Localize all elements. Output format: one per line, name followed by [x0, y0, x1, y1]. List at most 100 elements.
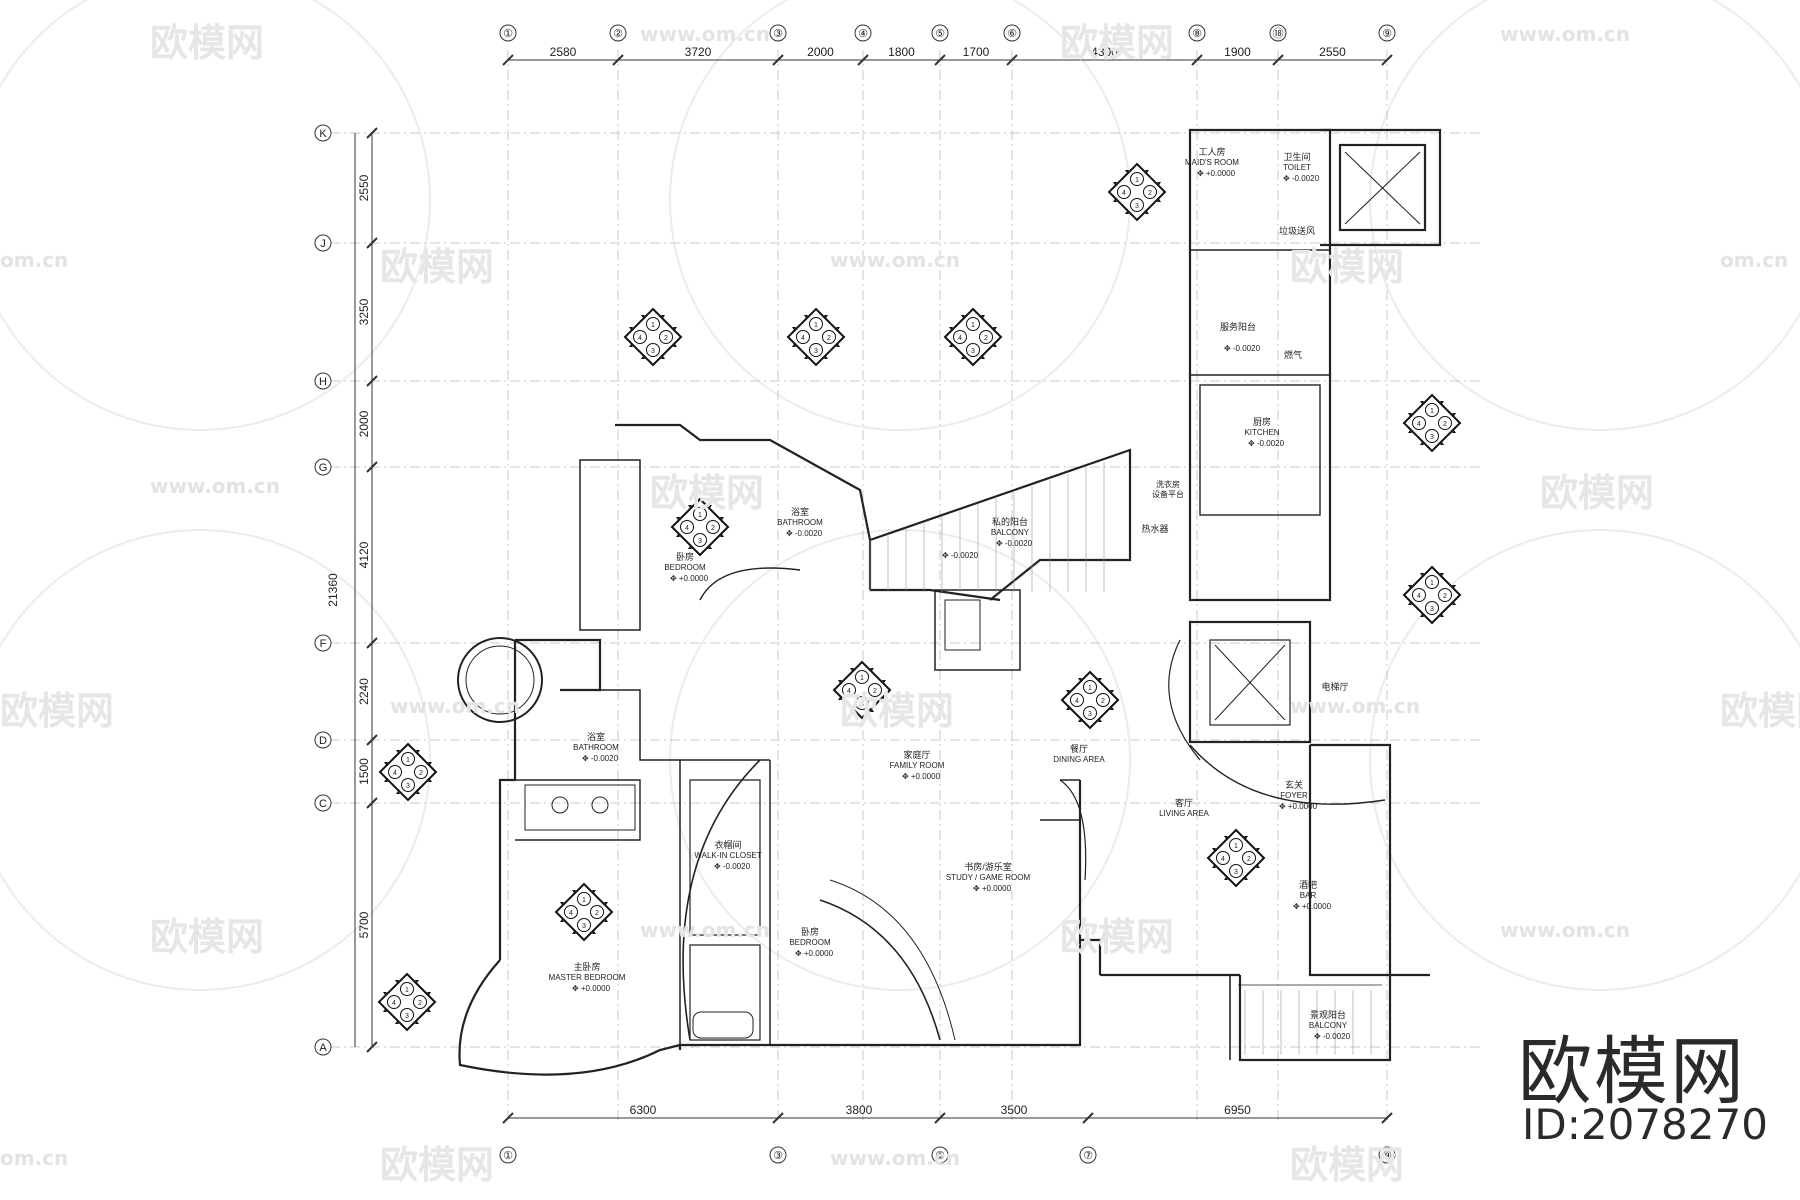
elevation-marker-number: 3 [405, 1013, 409, 1020]
elevation-marker-number: 2 [1148, 190, 1152, 197]
elevation-marker-circle [1117, 185, 1131, 199]
grid-bubble-label: D [319, 735, 327, 747]
walls [457, 128, 1442, 1076]
elevation-marker-number: 2 [1443, 593, 1447, 600]
elevation-marker [1402, 565, 1462, 625]
marker-tick [1408, 602, 1412, 605]
misc-label: 设备平台 [1152, 489, 1184, 499]
dim-text-bottom: 3800 [846, 1103, 873, 1117]
dim-tick [1381, 54, 1393, 66]
elevation-marker-number: 3 [1430, 434, 1434, 441]
marker-tick [1098, 678, 1102, 681]
watermark-logo: 欧模网 [380, 1143, 495, 1187]
room-label-cn: 书房/游乐室 [964, 861, 1012, 872]
room-label-cn: 景观阳台 [1310, 1009, 1346, 1020]
marker-tick [720, 517, 724, 520]
dim-tick [934, 54, 946, 66]
dim-tick [366, 461, 378, 473]
elevation-marker-number: 4 [638, 335, 642, 342]
elevation-marker-circle [400, 982, 414, 996]
room-label-en: MAID'S ROOM [1185, 158, 1239, 167]
marker-tick [708, 505, 712, 508]
elevation-marker-number: 2 [664, 335, 668, 342]
grid-bubble-label: ⑤ [935, 1150, 945, 1162]
room-level: ✥ -0.0020 [996, 539, 1033, 548]
dim-tick [502, 54, 514, 66]
marker-tick [1212, 865, 1216, 868]
elevation-marker-number: 3 [1234, 869, 1238, 876]
room-label-en: BALCONY [991, 528, 1030, 537]
marker-tick [993, 344, 997, 347]
room-label-en: DINING AREA [1053, 755, 1105, 764]
elevation-marker-number: 2 [419, 770, 423, 777]
elevation-marker-circle [796, 330, 810, 344]
room-label-cn: 客厅 [1175, 797, 1193, 808]
elevation-marker-circle [1412, 416, 1426, 430]
grid-bubble [769, 24, 787, 42]
marker-tick [384, 779, 388, 782]
grid-bubble [769, 1146, 787, 1164]
elevation-marker-circle [809, 317, 823, 331]
grid-bubble [314, 234, 332, 252]
elevation-marker-number: 1 [406, 757, 410, 764]
grid-bubble-label: J [320, 238, 326, 250]
elevation-marker-circle [1130, 172, 1144, 186]
marker-tick [1420, 442, 1424, 445]
marker-tick [673, 344, 677, 347]
dim-tick [366, 1041, 378, 1053]
elevation-marker-number: 3 [1135, 203, 1139, 210]
elevation-marker-circle [693, 533, 707, 547]
grid-bubble-label: ③ [773, 1150, 783, 1162]
elevation-marker-number: 1 [1430, 408, 1434, 415]
grid-bubble [1378, 1146, 1396, 1164]
elevation-marker-circle [966, 343, 980, 357]
room-label-en: BEDROOM [664, 563, 706, 572]
elevation-marker-number: 4 [801, 335, 805, 342]
elevation-marker-circle [693, 507, 707, 521]
grid-bubble [314, 731, 332, 749]
marker-tick [1440, 442, 1444, 445]
room-level: ✥ -0.0020 [1314, 1032, 1351, 1041]
elevation-marker-number: 4 [392, 1000, 396, 1007]
marker-tick [1244, 877, 1248, 880]
room-label-en: BAR [1300, 891, 1317, 900]
grid-bubble [314, 794, 332, 812]
grid-bubble-label: ⑨ [1382, 28, 1392, 40]
elevation-marker-circle [1130, 198, 1144, 212]
elevation-marker [670, 497, 730, 557]
watermark-url: www.om.cn [1500, 918, 1631, 942]
elevation-marker-circle [1070, 693, 1084, 707]
marker-tick [383, 1009, 387, 1012]
marker-tick [1098, 719, 1102, 722]
room-label-cn: 卧房 [676, 551, 694, 562]
grid-bubble-label: H [319, 376, 327, 388]
elevation-marker-number: 2 [827, 335, 831, 342]
marker-tick [592, 890, 596, 893]
elevation-marker-number: 4 [393, 770, 397, 777]
room-label-en: FAMILY ROOM [890, 761, 945, 770]
elevation-marker-number: 4 [1122, 190, 1126, 197]
marker-tick [720, 534, 724, 537]
elevation-marker-number: 1 [1430, 580, 1434, 587]
dim-tick [934, 1112, 946, 1124]
marker-tick [396, 791, 400, 794]
misc-label: 燃气 [1284, 349, 1302, 360]
watermark-url: www.om.cn [1290, 694, 1421, 718]
marker-tick [1125, 211, 1129, 214]
elevation-marker-circle [1425, 601, 1439, 615]
marker-tick [981, 356, 985, 359]
room-label-en: BEDROOM [789, 938, 831, 947]
dim-text-top: 1800 [888, 45, 915, 59]
elevation-marker [1060, 670, 1120, 730]
dim-tick [1191, 54, 1203, 66]
dim-tick [366, 127, 378, 139]
marker-tick [1420, 401, 1424, 404]
room-level: ✥ -0.0020 [1283, 174, 1320, 183]
elevation-marker-number: 2 [873, 688, 877, 695]
watermark-logo: 欧模网 [650, 471, 765, 515]
marker-tick [993, 327, 997, 330]
dim-text-top: 3720 [685, 45, 712, 59]
elevation-marker-number: 1 [698, 512, 702, 519]
dim-tick [1381, 1112, 1393, 1124]
